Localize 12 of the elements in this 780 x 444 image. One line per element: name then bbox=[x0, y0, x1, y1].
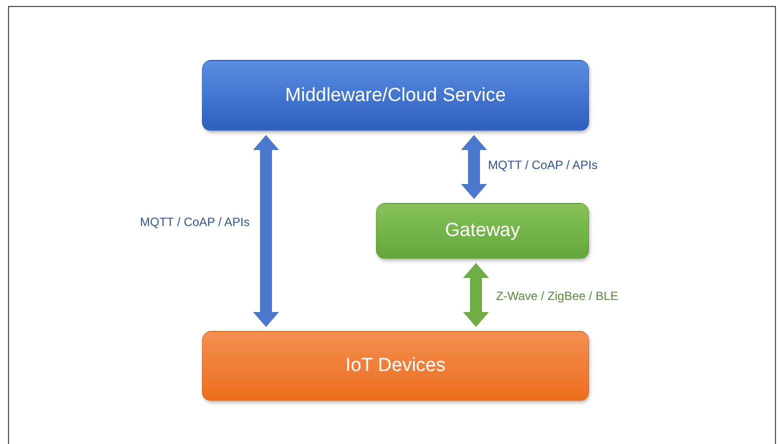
process-box bbox=[202, 331, 589, 401]
double-arrow bbox=[253, 135, 279, 327]
double-arrow bbox=[463, 263, 489, 327]
edge-label: MQTT / CoAP / APIs bbox=[488, 158, 598, 172]
double-arrow bbox=[461, 135, 487, 199]
node-label: Gateway bbox=[445, 220, 520, 242]
edge-label: Z-Wave / ZigBee / BLE bbox=[496, 289, 618, 303]
edge-label: MQTT / CoAP / APIs bbox=[140, 215, 250, 229]
node-label: Middleware/Cloud Service bbox=[285, 84, 506, 106]
process-box bbox=[202, 60, 589, 131]
process-box bbox=[376, 203, 589, 259]
node-label: IoT Devices bbox=[346, 355, 446, 377]
